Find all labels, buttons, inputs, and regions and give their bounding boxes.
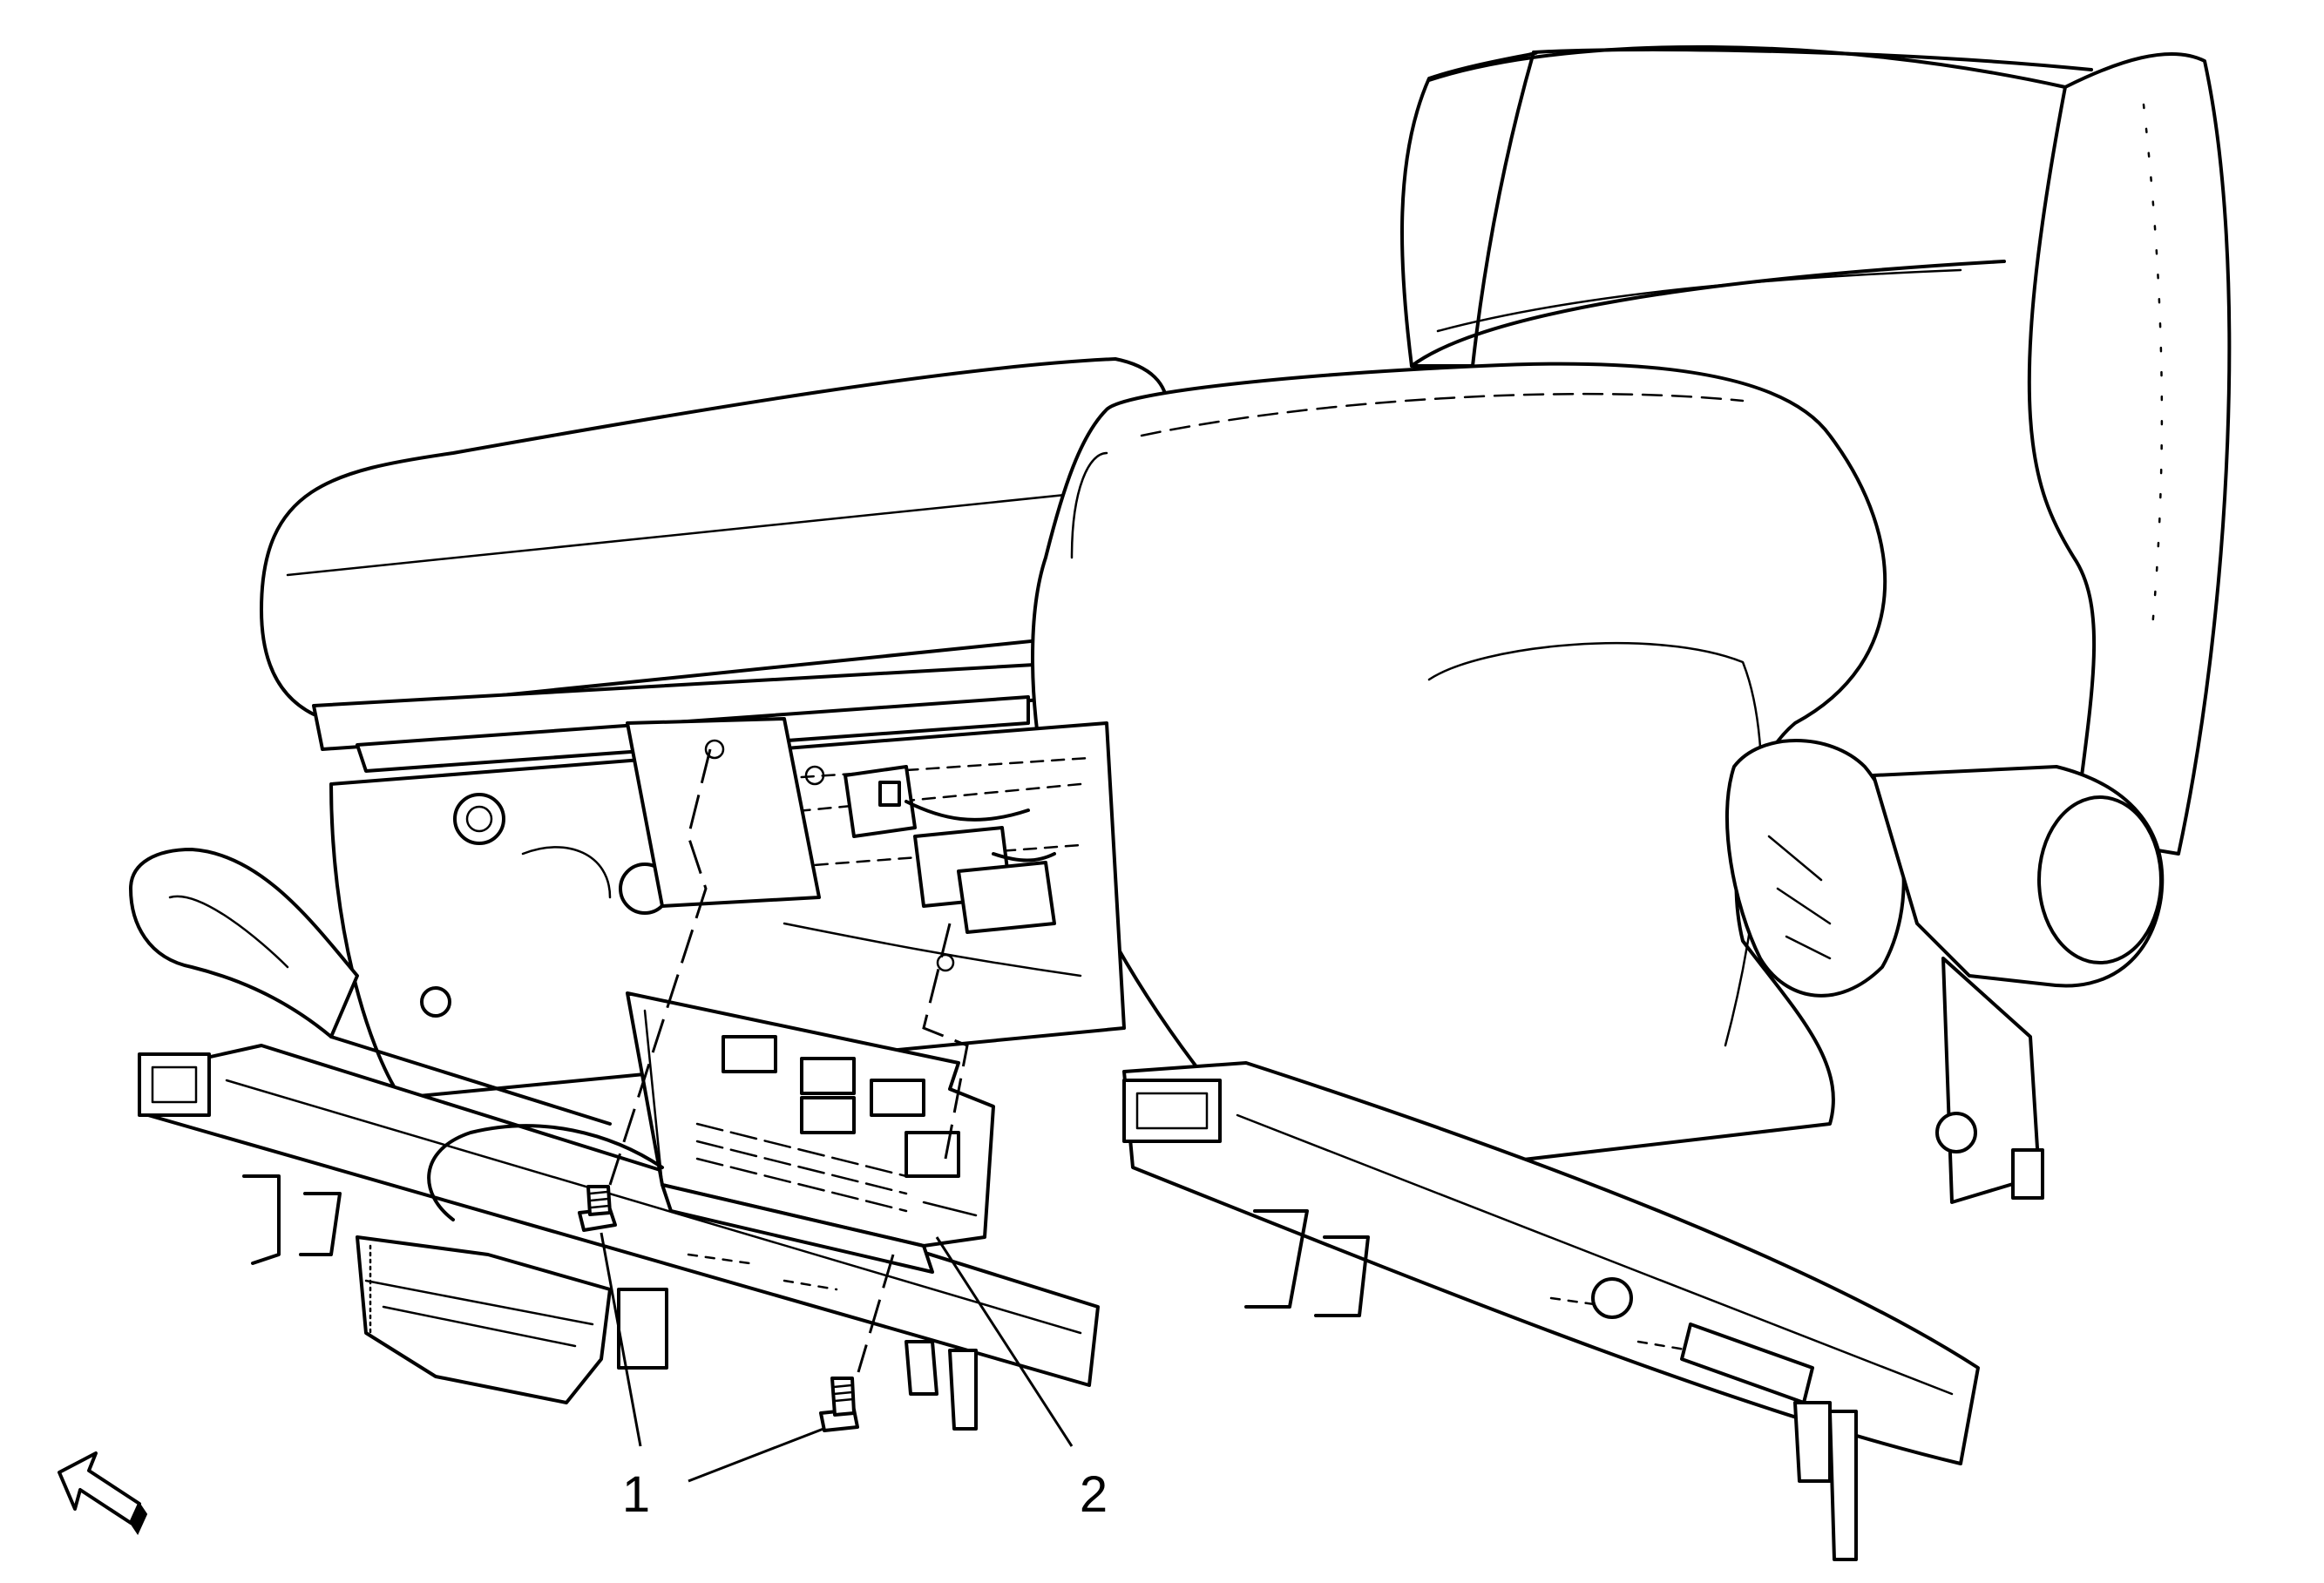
leader-line-1-lower	[688, 1427, 824, 1483]
seat-module	[626, 991, 995, 1274]
harness-connectors	[844, 765, 1056, 934]
seat-frame	[329, 717, 1126, 1099]
callout-2: 2	[1080, 1466, 1108, 1523]
seat-rail-left	[138, 1044, 1100, 1431]
seat-back	[1399, 44, 2232, 856]
leader-line-2	[935, 1236, 1074, 1447]
view-direction-arrow-icon	[58, 1451, 148, 1536]
seat-cushion	[260, 357, 1169, 773]
explosion-lines	[608, 748, 969, 1373]
bolt-upper	[578, 1185, 617, 1232]
leader-lines	[600, 1232, 1074, 1483]
callout-1: 1	[622, 1466, 650, 1523]
seat-side-trim	[1031, 362, 1906, 1187]
recliner-mechanism	[1872, 765, 2165, 1204]
leader-line-1-upper	[600, 1232, 642, 1447]
bolt-lower	[819, 1377, 859, 1432]
seat-rail-right	[1122, 1061, 1980, 1561]
front-handle	[129, 848, 612, 1126]
lower-harness-connector	[356, 1124, 668, 1404]
